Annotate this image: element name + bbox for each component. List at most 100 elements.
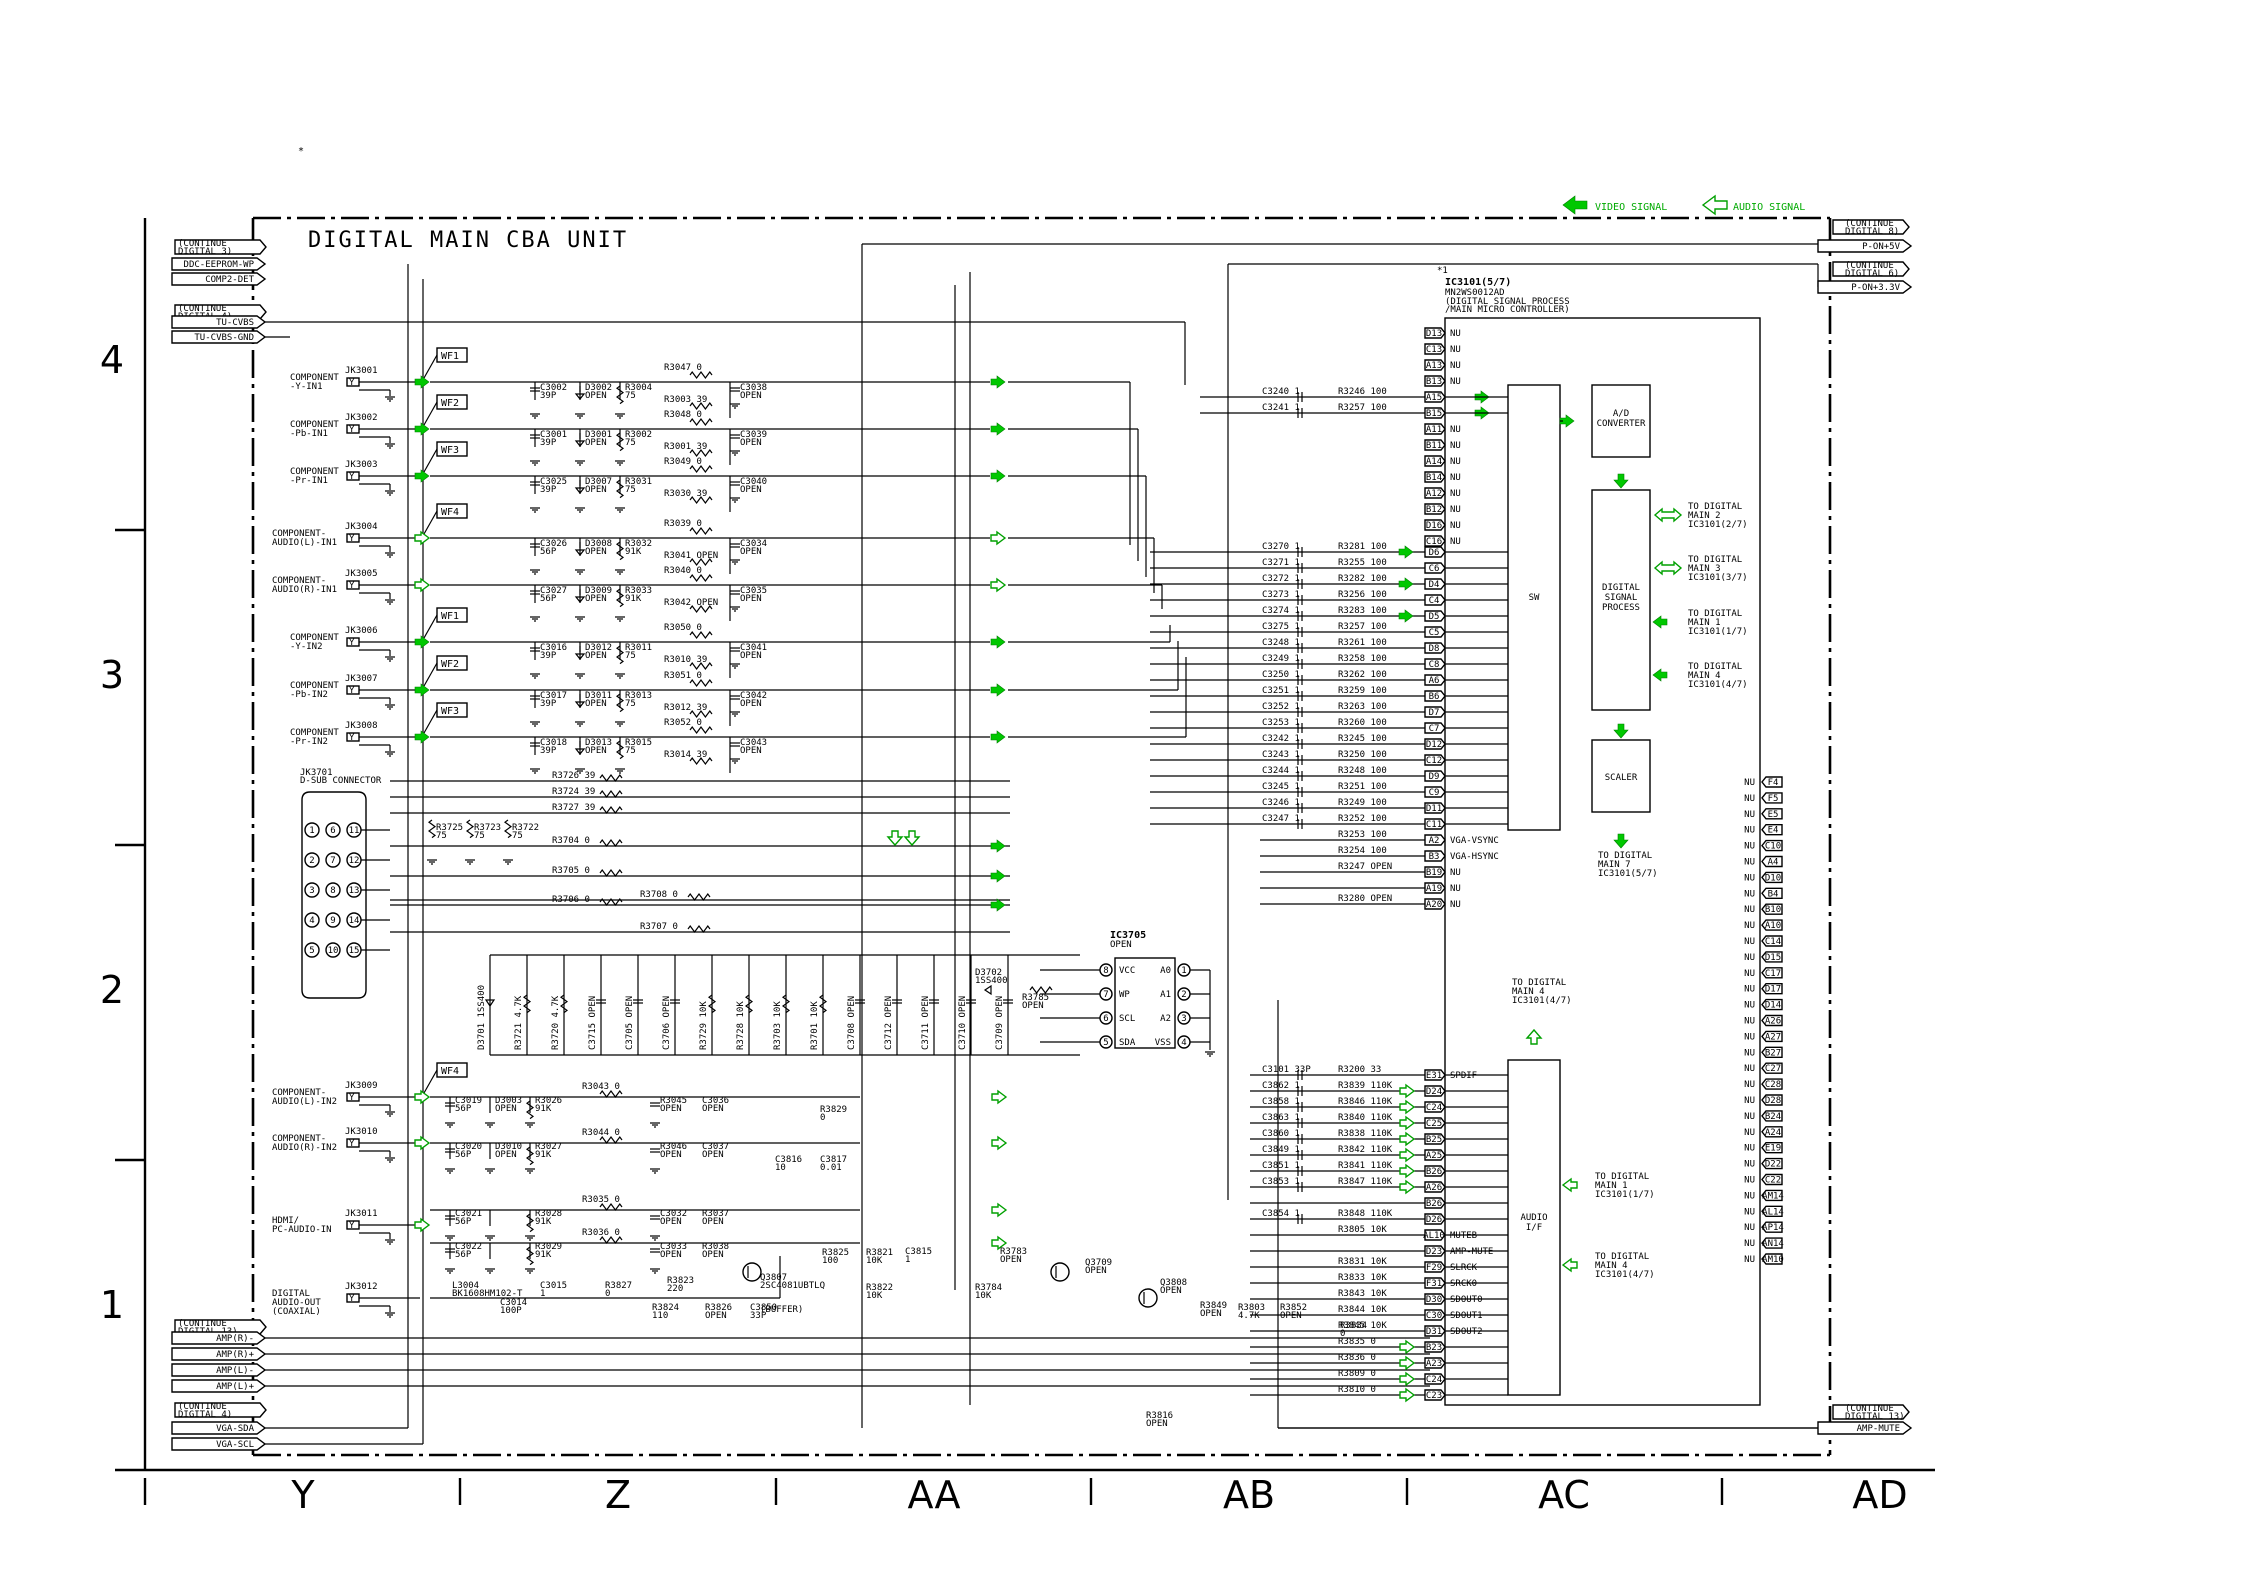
part-value: 75 (625, 391, 636, 401)
ground-icon (445, 1235, 455, 1241)
part-value: OPEN (585, 651, 607, 661)
part-value: 56P (540, 547, 557, 557)
ic-pin-name: B11 (1426, 441, 1442, 451)
series-resistor-label: R3039 0 (664, 519, 702, 529)
legend-video: VIDEO SIGNAL (1595, 202, 1667, 213)
ic-pin (1424, 626, 1446, 638)
series-resistor-label: R3048 0 (664, 410, 702, 420)
pin-function: AMP-MUTE (1450, 1247, 1493, 1257)
pin-res: R3256 100 (1338, 590, 1387, 600)
ic-pin-name: C11 (1426, 820, 1442, 830)
pin-cap: C3275 1 (1262, 622, 1300, 632)
jack-ref: JK3008 (345, 721, 378, 731)
vertical-part-label: C3705 OPEN (625, 996, 635, 1050)
ground-icon (385, 599, 395, 605)
pin-res: R3842 110K (1338, 1145, 1393, 1155)
series-resistor-label: R3012 39 (664, 703, 707, 713)
switch-label: SW (1529, 593, 1540, 603)
ic-pin (1424, 535, 1446, 547)
audio-arrow-icon (1399, 1179, 1416, 1195)
series-resistor (687, 892, 711, 902)
ic-pin-name: D9 (1429, 772, 1440, 782)
ic-pin-name: AP14 (1762, 1223, 1784, 1233)
nu-label: NU (1450, 521, 1461, 531)
shunt-resistor (525, 1146, 535, 1166)
right-connector-pin: P-ON+5V (1817, 239, 1913, 253)
ic-pin-name: B13 (1426, 377, 1442, 387)
pin-cap: C3270 1 (1262, 542, 1300, 552)
video-arrow-icon (414, 469, 430, 483)
part-value: OPEN (660, 1104, 682, 1114)
jack-pin: Y (349, 1294, 355, 1304)
connector-outline (1817, 239, 1913, 253)
audio-if-block (1507, 1059, 1561, 1396)
pin-res: R3246 100 (1338, 387, 1387, 397)
ic-pin-name: F31 (1426, 1279, 1442, 1289)
part-ref: D3011 (585, 691, 612, 701)
part-ref: R3849 (1200, 1301, 1227, 1311)
series-resistor-label: R3042 OPEN (664, 598, 718, 608)
pin-function: MUTEB (1450, 1231, 1477, 1241)
part-value: OPEN (702, 1217, 724, 1227)
output-capacitor (730, 742, 740, 747)
series-resistor-label: R3051 0 (664, 671, 702, 681)
ground-icon (615, 721, 625, 727)
ic-pin (1761, 903, 1783, 915)
part-value: OPEN (585, 746, 607, 756)
ic-pin (1424, 1229, 1446, 1241)
video-arrow-icon (414, 375, 430, 389)
ic-pin (1761, 824, 1783, 836)
ic-pin-name: B15 (1426, 409, 1442, 419)
resistor (559, 994, 569, 1014)
part-ref: C3850 (750, 1303, 777, 1313)
part-ref: Q3807 (760, 1273, 787, 1283)
part-ref: C3037 (702, 1142, 729, 1152)
dsub-pin (325, 822, 341, 838)
video-arrow-icon (990, 375, 1006, 389)
part-value: OPEN (1085, 1266, 1107, 1276)
part-value: 56P (455, 1150, 472, 1160)
ground-icon (385, 1312, 395, 1318)
part-ref: R3826 (705, 1303, 732, 1313)
vertical-part-label: D3701 1SS400 (477, 985, 487, 1050)
waveform-label: WF3 (441, 445, 459, 456)
part-value: OPEN (585, 547, 607, 557)
shunt-resistor (465, 819, 475, 839)
series-resistor (687, 924, 711, 934)
ic-pin-name: D16 (1426, 521, 1442, 531)
ic-pin-name: C30 (1426, 1311, 1442, 1321)
pin-res: R3283 100 (1338, 606, 1387, 616)
ic-pin-name: D8 (1429, 644, 1440, 654)
audio-arrow-icon (1399, 1355, 1416, 1371)
ic-pin-name: B19 (1426, 868, 1442, 878)
part-ref: R3824 (652, 1303, 679, 1313)
part-ref: R3823 (667, 1276, 694, 1286)
pin-res: R3260 100 (1338, 718, 1387, 728)
ic-pin-name: C17 (1765, 969, 1781, 979)
ground-icon (650, 1235, 660, 1241)
part-ref: C3035 (740, 586, 767, 596)
part-ref: D3013 (585, 738, 612, 748)
ic-pin (1424, 850, 1446, 862)
diode-icon (574, 748, 586, 755)
dsub-pin-number: 6 (330, 826, 335, 836)
side-reference: TO DIGITAL (1688, 555, 1742, 565)
ic-pin-name: D14 (1765, 1001, 1781, 1011)
part-value: OPEN (702, 1250, 724, 1260)
part-ref: R3027 (535, 1142, 562, 1152)
audio-arrow-icon (1399, 1339, 1416, 1355)
part-value: OPEN (660, 1150, 682, 1160)
series-resistor-label: R3041 OPEN (664, 551, 718, 561)
ic-pin-name: D28 (1765, 1096, 1781, 1106)
part-value: OPEN (740, 746, 762, 756)
pin-res: R3200 33 (1338, 1065, 1381, 1075)
nu-label: NU (1744, 1001, 1755, 1011)
ic-pin (1424, 546, 1446, 558)
ic-pin (1761, 871, 1783, 884)
dsub-series-resistor: R3707 0 (640, 922, 678, 932)
part-value: 75 (474, 831, 485, 841)
part-value: 0 (820, 1113, 825, 1123)
